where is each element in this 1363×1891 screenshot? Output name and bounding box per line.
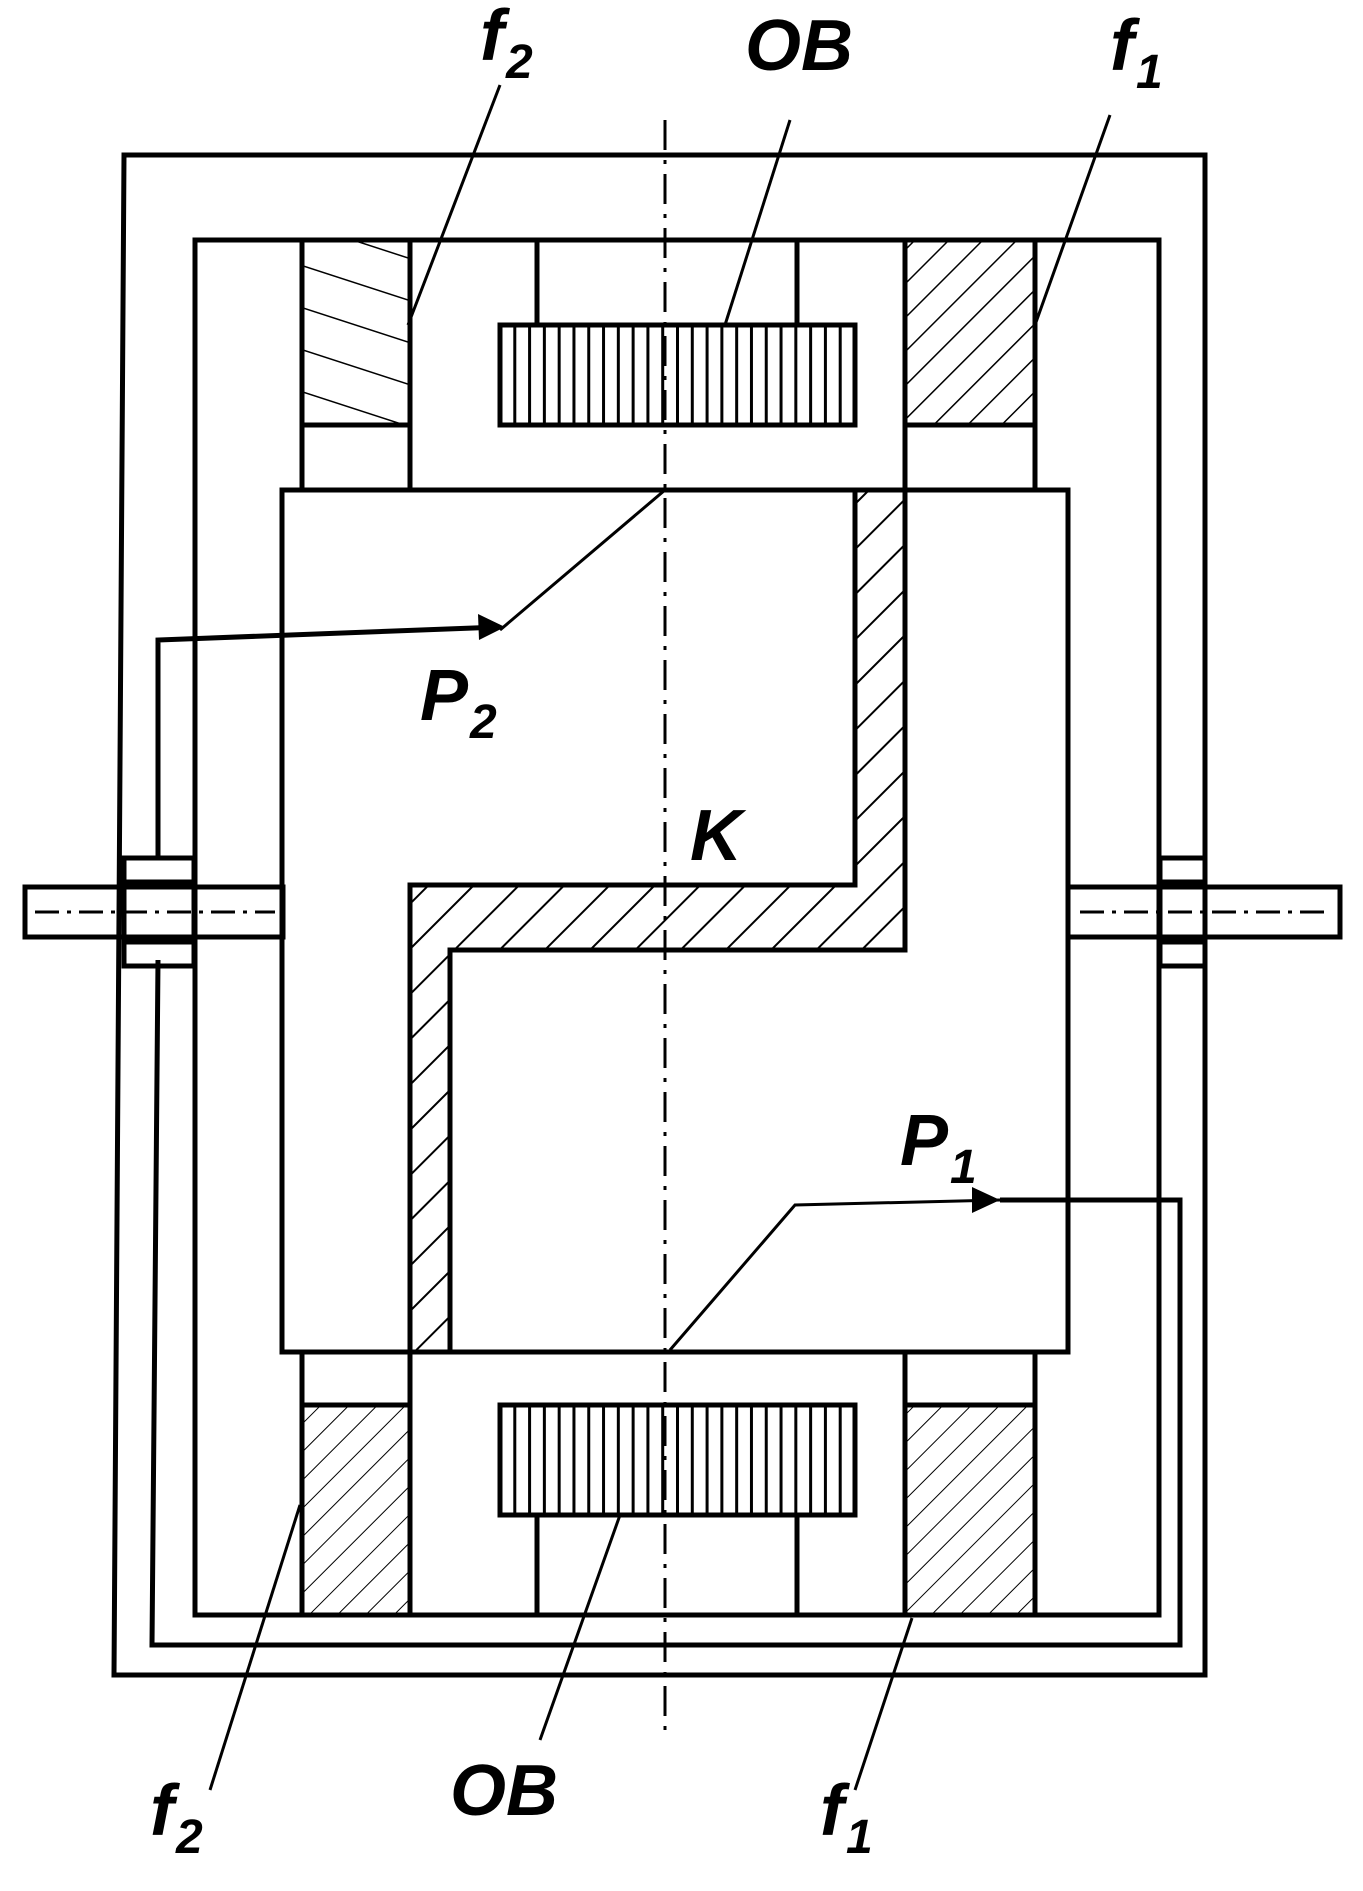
label-f2-top: f2	[480, 0, 533, 89]
f2-top-winding	[299, 237, 413, 428]
ob-top-stripes	[513, 325, 842, 425]
leader-f2-bottom	[208, 1504, 302, 1791]
outer-housing	[111, 152, 1208, 1678]
label-ob-top: OB	[745, 6, 853, 86]
f2-bottom-winding	[299, 1402, 413, 1618]
leader-f1-top	[1033, 114, 1112, 326]
leader-ob-bottom	[538, 1514, 622, 1741]
label-f1-bottom: f1	[820, 1771, 873, 1864]
left-wire-loop	[149, 624, 1183, 1648]
leader-ob-top	[723, 119, 792, 326]
label-k: K	[690, 796, 742, 876]
label-ob-bottom: OB	[450, 1751, 558, 1831]
label-f2-bottom: f2	[150, 1771, 203, 1864]
f1-bottom-winding	[902, 1402, 1038, 1618]
rotor-body	[279, 487, 1071, 1355]
f1-top-winding	[902, 237, 1038, 428]
arrow-p2	[478, 614, 505, 640]
label-p1: P1	[900, 1101, 977, 1194]
ob-bottom-stripes	[513, 1405, 842, 1515]
leader-f2-top	[406, 84, 502, 326]
leader-p1	[668, 1198, 1001, 1351]
label-f1-top: f1	[1110, 6, 1163, 99]
leader-p2	[499, 488, 666, 632]
k-partition	[407, 487, 908, 1355]
leader-f1-bottom	[853, 1617, 914, 1791]
label-p2: P2	[420, 656, 497, 749]
arrow-p1	[972, 1187, 1000, 1213]
